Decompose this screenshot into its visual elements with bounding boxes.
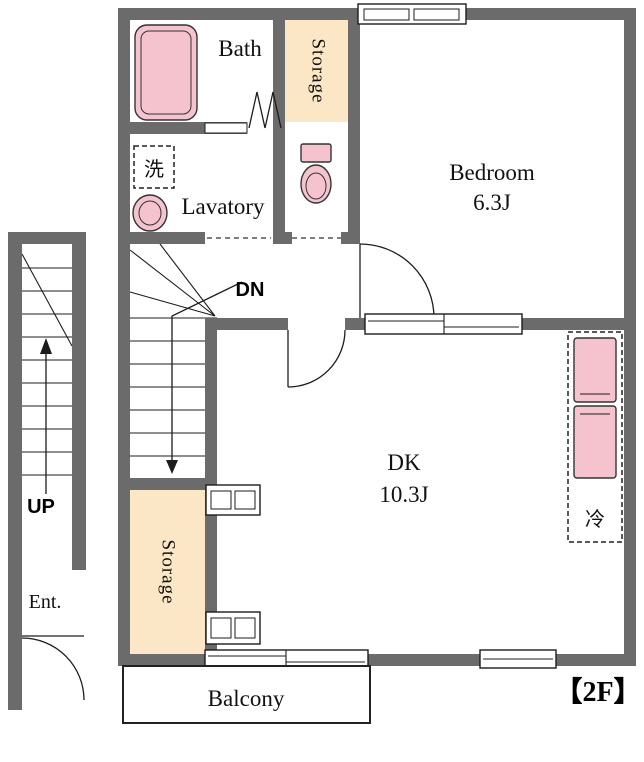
window-icon-dk-lower <box>205 611 261 645</box>
storage-bottom-label: Storage <box>158 539 179 604</box>
wall-bottom-3 <box>556 654 636 666</box>
storage-bottom-area <box>130 490 205 654</box>
tower-wall-top <box>8 232 86 244</box>
floor-label: 【2F】 <box>554 676 641 708</box>
entrance-door-arc-icon <box>21 637 85 701</box>
balcony-outline <box>122 665 371 724</box>
wall-bedroom-dk <box>522 318 636 330</box>
washer-space-icon <box>133 145 175 189</box>
refrigerator-icon <box>573 337 617 403</box>
dk-door-arc-icon <box>287 329 346 388</box>
stair-break-line <box>21 253 73 347</box>
exterior-staircase: UP Ent. <box>8 232 86 710</box>
down-arrow <box>171 281 243 462</box>
bedroom-size-label: 6.3J <box>473 190 511 215</box>
bifold-door-icon <box>248 91 282 129</box>
stairs-icon <box>130 317 217 457</box>
stair-winder-lines <box>129 243 216 317</box>
entrance-label: Ent. <box>29 591 62 613</box>
wall-top-right <box>466 8 636 20</box>
wall-bedroom-left <box>348 8 360 244</box>
wall-bath-storage <box>273 20 285 244</box>
bath-label: Bath <box>218 36 262 61</box>
up-arrowhead-icon <box>40 338 52 354</box>
wall-storage-top-edge <box>130 478 217 490</box>
window-icon-top <box>357 3 467 25</box>
tower-wall-left <box>8 232 22 710</box>
toilet-bowl-line <box>305 172 327 200</box>
lavatory-label: Lavatory <box>181 194 265 219</box>
refrigerator-lower-icon <box>573 405 617 479</box>
wall-hall-dk-2 <box>345 318 365 330</box>
stairs-down-label: DN <box>236 279 265 301</box>
toilet-icon <box>300 164 332 204</box>
wall-left <box>118 8 130 666</box>
wall-hall-dk-1 <box>205 318 288 330</box>
bedroom-door-arc-icon <box>359 243 435 319</box>
bath-room: Bath <box>134 24 262 121</box>
washer-label: 洗 <box>144 158 164 181</box>
sliding-partition-icon <box>364 313 523 335</box>
balcony: Balcony <box>122 665 371 724</box>
unit-walls <box>118 8 636 666</box>
refrigerator-space: 冷 <box>567 331 623 543</box>
wall-bottom-2 <box>368 654 480 666</box>
dk-size-label: 10.3J <box>379 482 428 507</box>
balcony-label: Balcony <box>208 686 285 711</box>
washbasin-icon <box>132 194 168 232</box>
lavatory-room: 洗 Lavatory <box>132 145 265 232</box>
wall-toilet-stub-left <box>285 232 292 244</box>
washbasin-inner-line <box>138 200 162 226</box>
storage-top-area <box>285 20 348 122</box>
toilet-tank-icon <box>300 143 332 163</box>
stairs-up-label: UP <box>27 496 55 518</box>
wall-bottom-1 <box>118 654 205 666</box>
bathtub-inner-line <box>140 30 192 115</box>
wall-right <box>624 8 636 666</box>
bath-door-opening <box>247 122 273 134</box>
wall-top-left <box>118 8 358 20</box>
window-icon-bottom <box>479 649 557 669</box>
refrigerator-label: 冷 <box>585 508 605 531</box>
down-arrowhead-icon <box>166 460 178 474</box>
tower-wall-right <box>72 232 86 570</box>
wall-toilet-stub-right <box>341 232 348 244</box>
window-icon-dk-left <box>205 484 261 516</box>
balcony-sliding-door-icon <box>204 649 369 669</box>
stairs-icon <box>22 267 72 476</box>
dk-label: DK <box>387 450 421 475</box>
wall-lavatory-hall <box>130 232 205 244</box>
doors <box>207 91 435 388</box>
toilet-room <box>300 143 332 204</box>
bathtub-icon <box>134 24 198 121</box>
windows <box>204 3 557 669</box>
storage-top-label: Storage <box>308 38 329 103</box>
internal-staircase <box>129 243 243 474</box>
bedroom-label: Bedroom <box>449 160 535 185</box>
bath-threshold <box>204 122 248 134</box>
